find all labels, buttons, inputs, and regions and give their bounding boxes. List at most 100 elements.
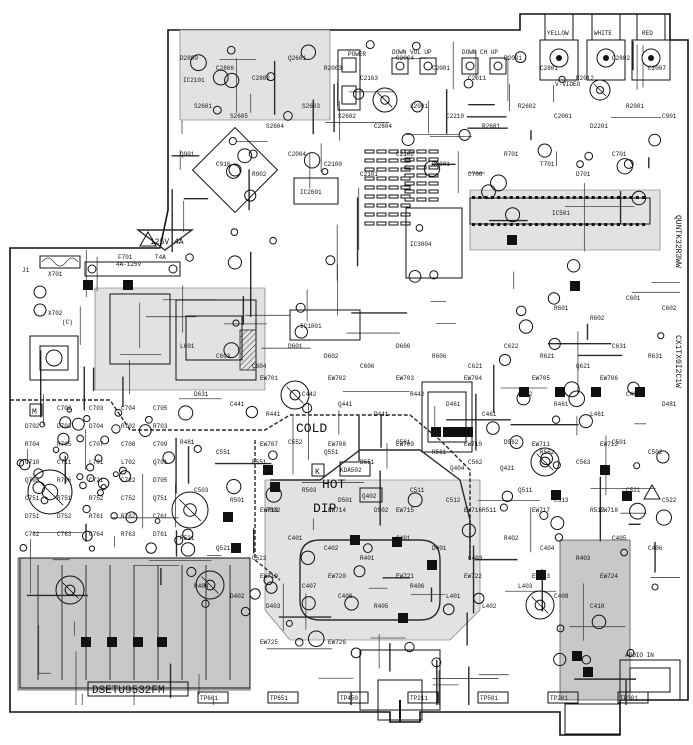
- refdes-label: C402: [324, 545, 339, 552]
- refdes-label: R521: [180, 535, 195, 542]
- resistor: [376, 149, 387, 154]
- ic-pin: [522, 223, 526, 226]
- refdes-label: C2004: [396, 55, 414, 62]
- small-capacitor: [265, 486, 282, 503]
- jumper-wire-label: EW725: [260, 639, 278, 646]
- refdes-label: R631: [648, 353, 663, 360]
- refdes-label: S2605: [230, 113, 248, 120]
- jumper-wire-label: EW715: [396, 507, 414, 514]
- small-capacitor: [52, 446, 60, 454]
- refdes-label: C707: [89, 441, 104, 448]
- resistor: [364, 212, 375, 217]
- refdes-label: C552: [288, 439, 303, 446]
- refdes-label: R752: [89, 495, 104, 502]
- refdes-label: R763: [121, 531, 136, 538]
- ic-pin: [635, 223, 639, 226]
- vol-buttons-label: DOWN VOL UP: [392, 49, 432, 56]
- ic-pin: [616, 196, 620, 199]
- small-capacitor: [212, 69, 229, 86]
- refdes-label: R403: [576, 555, 591, 562]
- resistor: [416, 197, 427, 202]
- jumper-pad: [600, 465, 610, 475]
- refdes-label: C621: [468, 363, 483, 370]
- small-capacitor: [442, 603, 455, 616]
- refdes-label: Q901: [180, 151, 195, 158]
- resistor: [364, 167, 375, 172]
- ic-pin: [642, 223, 646, 226]
- small-capacitor: [547, 292, 561, 305]
- refdes-label: R502: [266, 507, 281, 514]
- small-capacitor: [563, 381, 580, 398]
- ic-pin: [629, 223, 633, 226]
- small-capacitor: [518, 319, 534, 334]
- refdes-label: C709: [153, 441, 168, 448]
- small-capacitor: [186, 566, 197, 578]
- small-capacitor: [225, 164, 241, 179]
- small-capacitor: [111, 424, 121, 434]
- small-capacitor: [423, 160, 441, 177]
- test-point-label: TP501: [480, 695, 498, 702]
- ic-pin: [528, 196, 532, 199]
- refdes-label: R461: [554, 401, 569, 408]
- refdes-label: C710: [25, 459, 40, 466]
- jumper-pad: [81, 637, 91, 647]
- small-capacitor: [185, 253, 194, 262]
- refdes-label: C631: [612, 343, 627, 350]
- jumper-wire-label: EW724: [600, 573, 618, 580]
- av-jack-right: [564, 659, 681, 735]
- refdes-label: D752: [57, 513, 72, 520]
- mains-connector: [39, 255, 81, 269]
- board-part-number: DSETU9532FM: [92, 685, 165, 697]
- refdes-label: C603: [216, 353, 231, 360]
- ic-pin: [541, 223, 545, 226]
- resistor: [416, 165, 427, 170]
- board-side-code: QUNTK32R3WW: [673, 215, 682, 268]
- small-capacitor: [66, 407, 73, 413]
- refdes-label: R562: [540, 449, 555, 456]
- refdes-label: C2007: [648, 65, 666, 72]
- refdes-label: R551: [252, 459, 267, 466]
- small-capacitor: [266, 72, 276, 82]
- resistor: [364, 149, 375, 154]
- resistor: [400, 203, 411, 208]
- refdes-label: C2210: [446, 113, 464, 120]
- refdes-label: C441: [230, 401, 245, 408]
- fuse-rating-2: 125V 4A: [150, 238, 184, 247]
- jumper-wire-label: EW721: [396, 573, 414, 580]
- jumper-wire-label: EW714: [328, 507, 346, 514]
- ic2101-label: IC2101: [183, 77, 205, 84]
- power-switch: [337, 49, 361, 111]
- power-transformer-block: [29, 335, 79, 381]
- small-capacitor: [57, 432, 70, 445]
- jumper-pad: [107, 637, 117, 647]
- resistor: [388, 221, 399, 226]
- test-point-label: TP450: [340, 695, 358, 702]
- refdes-label: R2003: [324, 65, 342, 72]
- refdes-label: S2603: [302, 103, 320, 110]
- test-point-label: TP601: [200, 695, 218, 702]
- ic-pin: [503, 223, 507, 226]
- refdes-label: D606: [396, 343, 411, 350]
- small-capacitor: [550, 516, 565, 531]
- small-capacitor: [110, 512, 118, 520]
- refdes-label: C708: [121, 441, 136, 448]
- refdes-label: R902: [252, 171, 267, 178]
- small-capacitor: [553, 652, 567, 667]
- small-capacitor: [100, 435, 110, 445]
- small-capacitor: [294, 325, 308, 339]
- jumper-wire-label: EW707: [260, 441, 278, 448]
- jumper-wire-label: EW726: [328, 639, 346, 646]
- refdes-label: R401: [360, 555, 375, 562]
- refdes-label: D702: [25, 423, 40, 430]
- jumper-pad: [622, 491, 632, 501]
- resistor: [416, 149, 427, 154]
- refdes-label: C561: [396, 439, 411, 446]
- small-capacitor: [540, 452, 554, 466]
- refdes-label: C703: [89, 405, 104, 412]
- small-capacitor: [352, 88, 365, 100]
- small-capacitor: [33, 468, 44, 479]
- resistor: [404, 165, 415, 170]
- fbt-outline: [299, 539, 441, 621]
- refdes-label: C501: [612, 439, 627, 446]
- ic-pin: [503, 196, 507, 199]
